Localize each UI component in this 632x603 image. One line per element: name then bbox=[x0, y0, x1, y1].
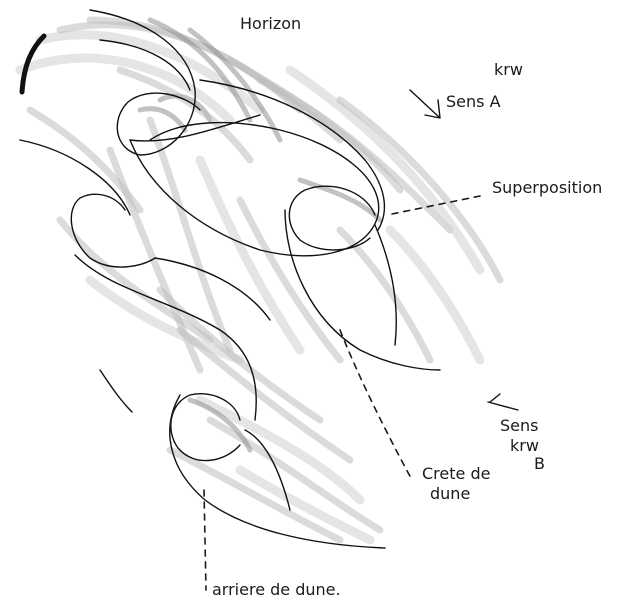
sens-b-arrow bbox=[488, 394, 518, 410]
sand-shading-strokes bbox=[20, 20, 500, 540]
crete-label-line1: Crete de bbox=[422, 464, 490, 483]
sens-a-label: Sens A bbox=[446, 92, 501, 111]
arriere-label: arriere de dune. bbox=[212, 580, 341, 599]
sens-b-label-line1: Sens bbox=[500, 416, 538, 435]
sens-b-label-line3: B bbox=[534, 454, 545, 473]
sens-b-label-line2: krw bbox=[510, 436, 539, 455]
superposition-label: Superposition bbox=[492, 178, 602, 197]
sens-a-arrow bbox=[410, 90, 440, 118]
krw-top-label: krw bbox=[494, 60, 523, 79]
crete-label-line2: dune bbox=[430, 484, 470, 503]
arriere-leader bbox=[204, 490, 206, 590]
horizon-label: Horizon bbox=[240, 14, 301, 33]
